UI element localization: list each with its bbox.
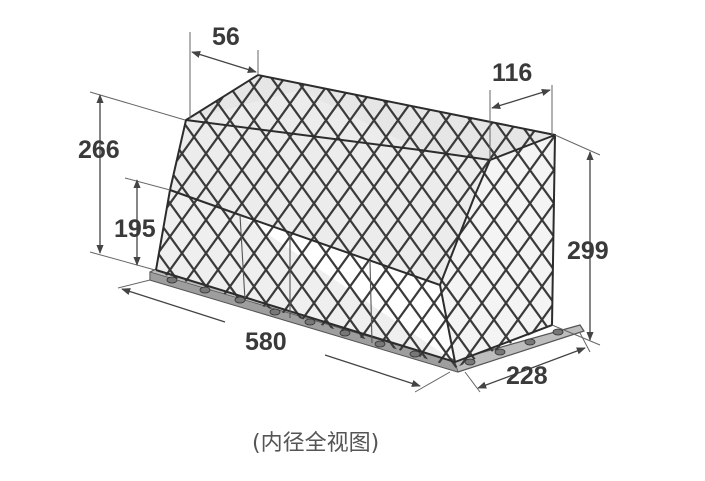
net-strap — [156, 75, 314, 368]
tie-down-ring — [409, 350, 421, 358]
net-strap — [0, 40, 96, 400]
net-strap — [386, 75, 555, 368]
tie-down-ring — [199, 286, 211, 294]
net-strap — [628, 40, 705, 400]
net-strap — [156, 75, 362, 368]
net-strap — [0, 40, 72, 400]
net-strap — [652, 40, 705, 400]
net-strap — [604, 40, 705, 400]
net-strap — [652, 40, 705, 400]
dim-label-56: 56 — [212, 23, 240, 51]
net-strap — [0, 40, 72, 400]
net-strap — [434, 75, 555, 368]
net-strap — [676, 40, 705, 400]
dim-label-228: 228 — [506, 362, 548, 390]
dim-label-580: 580 — [245, 328, 287, 356]
net-strap — [410, 75, 555, 368]
dim-label-266: 266 — [78, 136, 120, 164]
tie-down-ring — [494, 348, 506, 356]
dim-label-195: 195 — [114, 215, 156, 243]
container-body — [0, 40, 705, 400]
tie-down-ring — [166, 276, 178, 284]
tie-down-ring — [304, 318, 316, 326]
net-strap — [700, 40, 705, 400]
dim-label-299: 299 — [567, 237, 609, 265]
tie-down-ring — [269, 308, 281, 316]
tie-down-ring — [374, 340, 386, 348]
tie-down-ring — [234, 296, 246, 304]
net-strap — [604, 40, 705, 400]
net-strap — [0, 40, 120, 400]
net-strap — [0, 40, 24, 400]
net-strap — [0, 40, 120, 400]
net-strap — [0, 40, 48, 400]
tie-down-ring — [524, 338, 536, 346]
net-strap — [0, 40, 24, 400]
net-strap — [0, 40, 96, 400]
net-strap — [580, 40, 705, 400]
net-strap — [458, 75, 555, 368]
net-strap — [530, 75, 555, 368]
net-strap — [156, 75, 338, 368]
net-strap — [700, 40, 705, 400]
dim-label-116: 116 — [492, 59, 532, 87]
dimension-lines — [89, 32, 601, 393]
net-strap — [554, 75, 555, 368]
net-strap — [628, 40, 705, 400]
tie-down-ring — [552, 328, 564, 336]
tie-down-ring — [339, 329, 351, 337]
net-strap — [554, 75, 555, 368]
net-strap — [0, 40, 48, 400]
tie-down-ring — [464, 358, 476, 366]
net-strap — [580, 40, 705, 400]
net-strap — [156, 75, 266, 368]
diagram-caption: (内径全视图) — [252, 431, 379, 456]
net-strap — [676, 40, 705, 400]
net-strap — [530, 75, 555, 368]
